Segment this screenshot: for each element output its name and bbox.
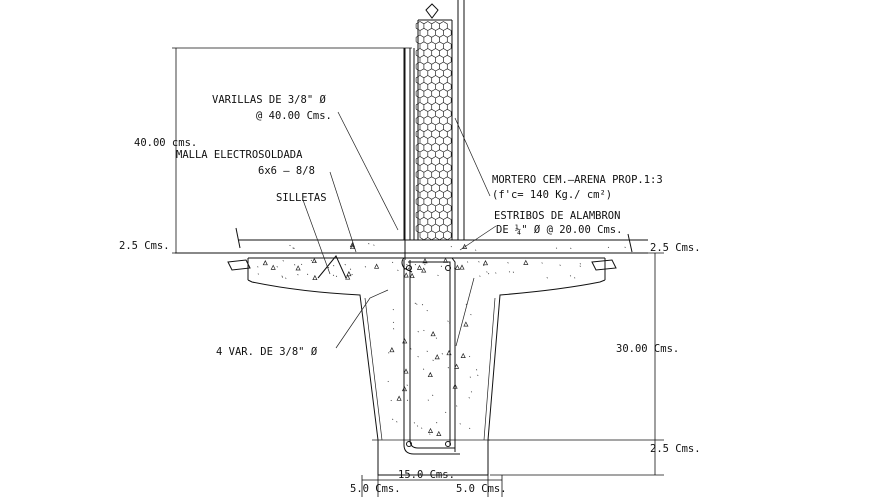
rebar-dot-top-right — [445, 265, 451, 271]
label-dim-5-left: 5.0 Cms. — [350, 483, 401, 495]
label-40-cms: 40.00 cms. — [134, 137, 197, 149]
label-malla-1: MALLA ELECTROSOLDADA — [176, 149, 303, 161]
dim-bottom — [361, 475, 503, 497]
rebar-dot-bot-right — [445, 441, 451, 447]
dim-30-vertical — [488, 252, 664, 476]
mesh-pattern — [415, 21, 452, 241]
label-4-var: 4 VAR. DE 3/8" Ø — [216, 346, 318, 358]
label-dim-right-25-bot: 2.5 Cms. — [650, 443, 701, 455]
label-varillas-1: VARILLAS DE 3/8" Ø — [212, 94, 326, 106]
slab-break-left — [235, 227, 241, 249]
aggregate-dots — [257, 242, 626, 436]
label-dim-right-25-top: 2.5 Cms. — [650, 242, 701, 254]
label-silletas: SILLETAS — [276, 192, 327, 204]
label-varillas-2: @ 40.00 Cms. — [256, 110, 332, 122]
rebar-dot-bot-left — [406, 441, 412, 447]
label-mortero-1: MORTERO CEM.—ARENA PROP.1:3 — [492, 174, 663, 186]
label-estribos-2: DE ¼" Ø @ 20.00 Cms. — [496, 224, 622, 236]
leader-var4 — [335, 289, 389, 349]
leader-malla — [329, 171, 357, 253]
rebar-dot-top-left — [406, 265, 412, 271]
mesh-hexagons — [415, 21, 452, 241]
label-malla-2: 6x6 — 8/8 — [258, 165, 315, 177]
left-notch — [227, 259, 251, 271]
label-dim-30: 30.00 Cms. — [616, 343, 679, 355]
label-dim-left-25: 2.5 Cms. — [119, 240, 170, 252]
leader-mortero — [454, 117, 491, 197]
aggregate-marks — [257, 242, 626, 436]
leader-silletas — [302, 199, 331, 275]
silletas-shape — [317, 255, 347, 279]
label-dim-15: 15.0 Cms. — [398, 469, 455, 481]
leader-estribos — [459, 225, 497, 251]
slab-break-right — [627, 233, 633, 253]
label-dim-5-right: 5.0 Cms. — [456, 483, 507, 495]
wall-panel — [403, 0, 465, 240]
vertical-rebar — [403, 48, 460, 455]
right-notch — [591, 259, 617, 271]
dim-40-vertical — [172, 47, 412, 254]
label-mortero-2: (f'c= 140 Kg./ cm²) — [492, 189, 612, 201]
label-estribos-1: ESTRIBOS DE ALAMBRON — [494, 210, 620, 222]
wall-top-detail — [418, 3, 452, 21]
leader-estribo-inner — [455, 277, 475, 347]
leader-varillas — [337, 111, 399, 231]
footing-inner-lines — [364, 297, 496, 441]
stirrup — [401, 257, 456, 452]
